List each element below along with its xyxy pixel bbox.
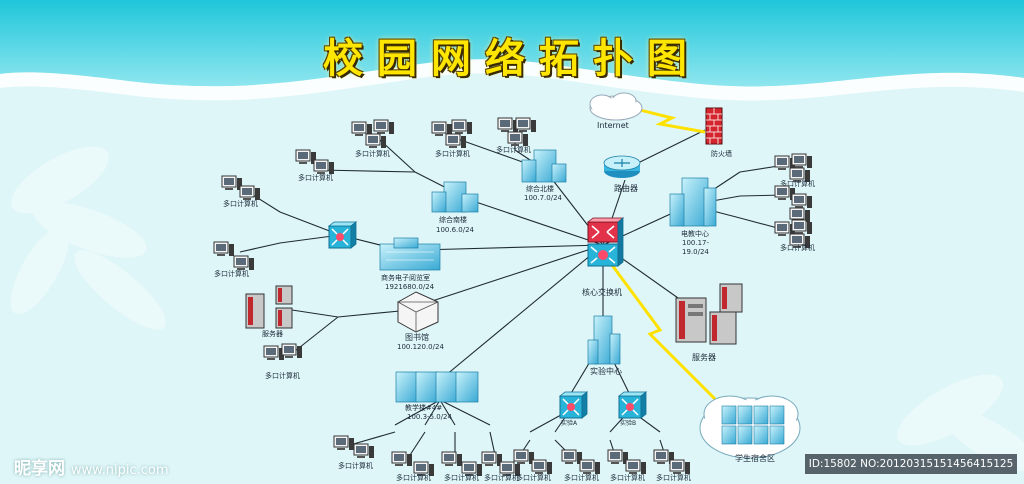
north-building-subnet: 100.7.0/24 — [524, 194, 563, 202]
teaching-building-icon — [395, 371, 479, 403]
pc-label: 多口计算机 — [516, 473, 551, 482]
firewall-label: 防火墙 — [711, 149, 732, 158]
pc-label: 多口计算机 — [564, 473, 599, 482]
south-building-icon — [431, 181, 479, 213]
pc-label: 多口计算机 — [223, 199, 258, 208]
server-left-label: 服务器 — [262, 329, 283, 338]
dormitory-label: 学生宿舍区 — [735, 453, 775, 463]
wireless-link-internet — [631, 106, 706, 134]
pc-label: 多口计算机 — [656, 473, 691, 482]
pc-label: 多口计算机 — [780, 243, 815, 252]
watermark-brand: 昵享网 www.nipic.com — [14, 454, 169, 479]
pc-label: 多口计算机 — [298, 173, 333, 182]
reading-room-label: 商务电子阅览室 — [381, 273, 430, 282]
reading-room-subnet: 1921680.0/24 — [385, 283, 435, 291]
core-switch-icon — [586, 217, 625, 267]
reading-room-icon — [379, 237, 441, 271]
library-label: 图书馆 — [405, 332, 429, 342]
library-icon — [396, 291, 439, 333]
pc-label: 多口计算机 — [610, 473, 645, 482]
page-title: 校园网络拓扑图 — [323, 35, 701, 82]
edu-center-subnet-2: 19.0/24 — [682, 248, 709, 256]
computer-group-3: 多口计算机 — [496, 117, 537, 154]
layer3-switch-icon — [328, 221, 357, 249]
watermark-id: ID:15802 NO:20120315151456415125 — [805, 454, 1017, 474]
computer-group-2: 多口计算机 — [431, 119, 473, 158]
north-building-icon — [521, 149, 567, 183]
server-rack-icon — [675, 283, 743, 345]
internet-cloud — [589, 92, 643, 121]
computer-group-16: 多口计算机 — [561, 449, 601, 482]
computer-group-10: 多口计算机 — [774, 219, 815, 252]
edu-center-label: 电教中心 — [681, 229, 709, 238]
pc-label: 多口计算机 — [444, 473, 479, 482]
teaching-building-subnet: 100.3-5.0/24 — [407, 413, 453, 421]
server-left-icon — [245, 285, 293, 329]
dormitory-cloud-icon — [699, 395, 801, 459]
pc-label: 多口计算机 — [355, 149, 390, 158]
lab-switch-b-icon — [618, 391, 647, 419]
firewall-icon — [705, 107, 723, 145]
router-label: 路由器 — [614, 183, 638, 193]
lab-center-label: 实验中心 — [590, 366, 622, 376]
computer-group-14: 多口计算机 — [481, 451, 521, 482]
computer-group-1: 多口计算机 — [351, 119, 395, 158]
servers-label: 服务器 — [692, 352, 716, 362]
teaching-building-label: 教学楼#4# — [405, 403, 442, 412]
south-building-label: 综合南楼 — [439, 215, 467, 224]
computer-group-5: 多口计算机 — [221, 175, 261, 208]
edu-center-icon — [669, 177, 717, 227]
pc-label: 多口计算机 — [214, 269, 249, 278]
edu-center-subnet-1: 100.17- — [682, 239, 709, 247]
computer-group-18: 多口计算机 — [653, 449, 691, 482]
pc-label: 多口计算机 — [780, 179, 815, 188]
pc-label: 多口计算机 — [496, 145, 531, 154]
core-switch-label: 核心交换机 — [582, 287, 622, 297]
router-icon — [603, 155, 641, 178]
computer-group-7: 多口计算机 — [263, 343, 303, 380]
pc-label: 多口计算机 — [265, 371, 300, 380]
watermark-url: www.nipic.com — [70, 463, 169, 478]
watermark-brand-text: 昵享网 — [14, 459, 65, 479]
computer-group-6: 多口计算机 — [213, 241, 255, 278]
pc-label: 多口计算机 — [435, 149, 470, 158]
lab-switch-a-label: 实验A — [561, 419, 578, 427]
computer-group-11: 多口计算机 — [333, 435, 375, 470]
pc-label: 多口计算机 — [484, 473, 519, 482]
computer-group-12: 多口计算机 — [391, 451, 435, 482]
computer-group-4: 多口计算机 — [295, 149, 335, 182]
computer-group-13: 多口计算机 — [441, 451, 483, 482]
pc-label: 多口计算机 — [396, 473, 431, 482]
computer-group-9 — [774, 185, 813, 223]
lab-switch-b-label: 实验B — [620, 419, 636, 427]
pc-label: 多口计算机 — [338, 461, 373, 470]
internet-label: Internet — [597, 121, 629, 130]
north-building-label: 综合北楼 — [526, 184, 554, 193]
computer-group-15: 多口计算机 — [513, 449, 553, 482]
lab-center-icon — [587, 315, 621, 365]
lab-switch-a-icon — [559, 391, 588, 419]
computer-group-8: 多口计算机 — [774, 153, 815, 188]
computer-group-17: 多口计算机 — [607, 449, 647, 482]
wireless-link-dormitory — [610, 264, 730, 414]
library-subnet: 100.120.0/24 — [397, 343, 444, 351]
south-building-subnet: 100.6.0/24 — [436, 226, 475, 234]
